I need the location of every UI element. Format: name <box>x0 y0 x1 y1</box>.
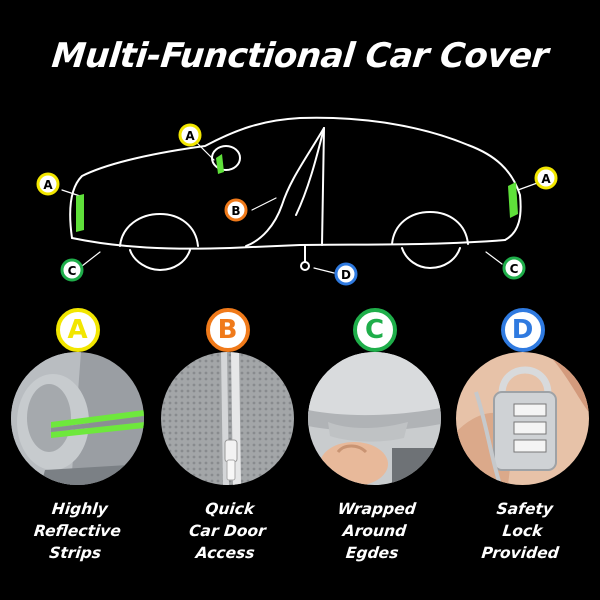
feature-caption-b: Quick Car Door Access <box>188 500 267 562</box>
feature-caption-a: Highly Reflective Strips <box>33 500 122 562</box>
elastic-edge-photo <box>308 352 441 485</box>
reflective-strip-rear <box>508 182 518 218</box>
feature-caption-c: Wrapped Around Egdes <box>336 500 417 562</box>
feature-caption-d: Safety Lock Provided <box>480 500 560 562</box>
feature-badge-c: C <box>352 308 397 352</box>
feature-panel-b: B Quick Car Door Access <box>155 300 300 590</box>
diagram-label-d: D <box>341 268 351 282</box>
reflective-strip-mirror <box>216 154 224 174</box>
zipper-door-photo <box>161 352 294 485</box>
diagram-label-b: B <box>231 204 240 218</box>
feature-panel-c: C Wrapped Around Egdes <box>302 300 447 590</box>
page-title: Multi-Functional Car Cover <box>49 36 551 76</box>
diagram-label-a-mirror: A <box>185 129 195 143</box>
diagram-label-a-rear: A <box>541 172 551 186</box>
feature-badge-d: D <box>500 308 545 352</box>
car-cover-diagram: A A A B C C D <box>36 116 558 286</box>
reflective-strip-photo <box>11 352 144 485</box>
feature-panel-a: A Highly Reflective Strips <box>5 300 150 590</box>
diagram-label-a-front: A <box>43 178 53 192</box>
diagram-label-c-front: C <box>68 264 77 278</box>
reflective-strip-front <box>76 194 84 232</box>
feature-badge-a: A <box>55 308 100 352</box>
feature-panel-d: D Safety Lock Provided <box>450 300 595 590</box>
combination-lock-photo <box>456 352 589 485</box>
diagram-label-c-rear: C <box>510 262 519 276</box>
feature-badge-b: B <box>205 308 250 352</box>
